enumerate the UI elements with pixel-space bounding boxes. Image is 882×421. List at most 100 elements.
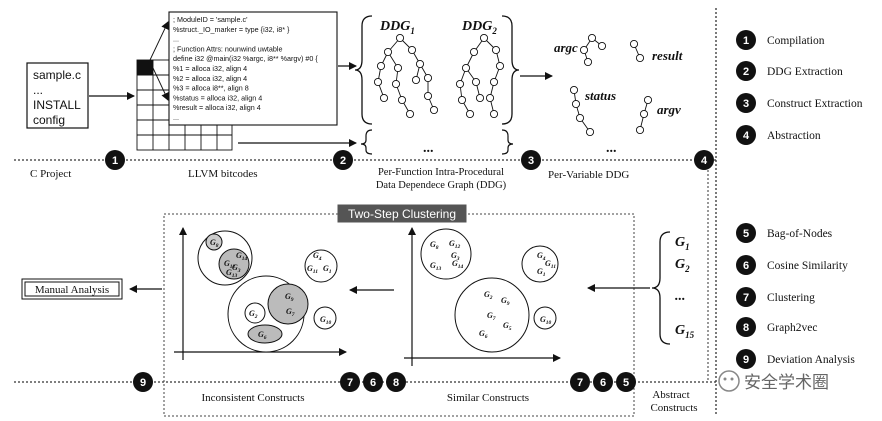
svg-text:2: 2 — [340, 155, 346, 167]
g-list-brace — [651, 231, 671, 345]
grid-selected-cell — [137, 60, 153, 75]
right-cluster-a — [420, 228, 472, 280]
stage-per-variable: Per-Variable DDG — [548, 169, 629, 181]
bitcode-line: ... — [173, 35, 179, 44]
svg-text:1: 1 — [743, 35, 749, 47]
wechat-icon — [718, 370, 740, 392]
cluster-label-right_g7: G7 — [487, 311, 496, 322]
ddg-node — [429, 105, 439, 115]
ddg-node — [383, 47, 393, 57]
svg-text:5: 5 — [743, 228, 749, 240]
cluster-label-left_g1: G1 — [323, 264, 332, 275]
bitcode-line: ; ModuleID = 'sample.c' — [173, 15, 248, 24]
badge-sim-6: 6 — [593, 372, 613, 392]
svg-text:Deviation Analysis: Deviation Analysis — [767, 354, 855, 366]
svg-text:5: 5 — [623, 377, 629, 389]
var-node — [643, 95, 653, 105]
badge-step-1: 1 — [105, 150, 125, 170]
cluster-label-right_g8: G8 — [430, 240, 439, 251]
var-node — [579, 45, 589, 55]
badge-inc-8: 8 — [386, 372, 406, 392]
stage-per-function-2: Data Dependece Graph (DDG) — [376, 180, 507, 191]
var-node — [597, 41, 607, 51]
g-list-item: G1 — [675, 235, 690, 252]
ddg-node — [489, 77, 499, 87]
var-node — [569, 85, 579, 95]
cluster-label-left_g13: G13 — [226, 268, 238, 279]
brace-ddg-1 — [354, 15, 373, 125]
zoom-line-top — [149, 21, 169, 61]
cluster-label-right_g11: G11 — [545, 259, 556, 270]
svg-text:Bag-of-Nodes: Bag-of-Nodes — [767, 228, 833, 240]
ddg-node — [407, 45, 417, 55]
var-node — [571, 99, 581, 109]
cluster-label-right_g3: G3 — [451, 251, 460, 262]
var-result: result — [652, 48, 683, 63]
brace-ddg-2 — [360, 129, 373, 155]
ddg-node — [479, 33, 489, 43]
svg-text:Cosine Similarity: Cosine Similarity — [767, 260, 848, 272]
left-cluster-a-sub2 — [218, 248, 250, 280]
ddg-node — [469, 47, 479, 57]
input-line-1: sample.c — [33, 68, 81, 82]
bitcode-line: %status = alloca i32, align 4 — [173, 93, 262, 102]
input-line-4: config — [33, 113, 65, 127]
bitcode-line: ; Function Attrs: nounwind uwtable — [173, 44, 282, 53]
badge-step-4: 4 — [694, 150, 714, 170]
manual-analysis-inner — [24, 281, 120, 297]
ddg-node — [489, 109, 499, 119]
cluster-label-right_g9: G9 — [501, 296, 510, 307]
svg-text:3: 3 — [743, 98, 749, 110]
stage-abstract-2: Constructs — [650, 402, 697, 414]
ddg-ellipsis: ... — [423, 141, 434, 156]
svg-text:7: 7 — [347, 377, 353, 389]
cluster-label-right_g10: G10 — [540, 315, 552, 326]
cluster-label-left_g4: G4 — [313, 251, 322, 262]
legend-item-9: 9 Deviation Analysis — [736, 349, 855, 369]
ddg-node — [455, 79, 465, 89]
badge-sim-7: 7 — [570, 372, 590, 392]
legend-item-5: 5 Bag-of-Nodes — [736, 223, 833, 243]
stage-similar: Similar Constructs — [447, 392, 529, 404]
var-status: status — [584, 88, 616, 103]
ddg-node — [485, 93, 495, 103]
left-cluster-c-sub — [267, 283, 309, 325]
ddg-node — [471, 77, 481, 87]
ddg-node — [405, 109, 415, 119]
svg-text:Compilation: Compilation — [767, 35, 825, 47]
ddg-node — [379, 93, 389, 103]
ddg1-label: DDG1 — [379, 19, 415, 36]
svg-text:4: 4 — [701, 155, 708, 167]
svg-text:Graph2vec: Graph2vec — [767, 322, 817, 334]
cluster-label-left_g12: G12 — [224, 259, 236, 270]
svg-text:7: 7 — [743, 292, 749, 304]
svg-text:9: 9 — [743, 354, 749, 366]
clustering-title: Two-Step Clustering — [348, 207, 456, 221]
legend-item-7: 7 Clustering — [736, 287, 815, 307]
zoom-line-bottom — [152, 67, 169, 101]
bitcode-line: %3 = alloca i8**, align 8 — [173, 84, 249, 93]
svg-text:Clustering: Clustering — [767, 292, 815, 304]
var-node — [635, 125, 645, 135]
svg-text:1: 1 — [112, 155, 118, 167]
var-node — [629, 39, 639, 49]
ddg-node — [373, 77, 383, 87]
badge-step-3: 3 — [521, 150, 541, 170]
c-project-box — [26, 62, 89, 129]
svg-text:9: 9 — [140, 377, 146, 389]
cluster-label-left_g10: G10 — [320, 315, 332, 326]
legend-item-1: 1 Compilation — [736, 30, 825, 50]
bitcode-listing — [168, 11, 338, 126]
ddg-node — [495, 61, 505, 71]
cluster-label-left_g8: G8 — [210, 238, 219, 249]
ddg-node — [395, 33, 405, 43]
right-cluster-d — [533, 306, 557, 330]
var-node — [575, 113, 585, 123]
bitcode-line: %struct._IO_marker = type {i32, i8* } — [173, 25, 290, 34]
